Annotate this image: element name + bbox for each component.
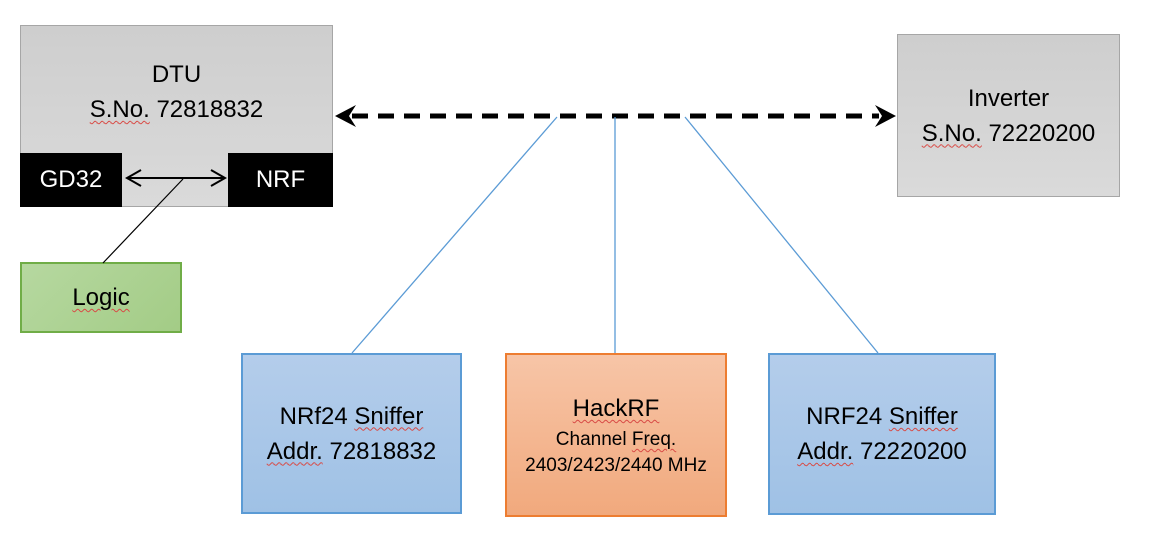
gd32-chip-label: GD32 [39,166,103,193]
inverter-serial: S.No. 72220200 [922,116,1095,151]
dashed-arrowhead-left-icon [335,105,356,127]
sniffer-left-box: NRf24 Sniffer Addr. 72818832 [241,353,462,514]
sniffer-left-address-number: 72818832 [329,437,437,465]
sniffer-right-address: Addr. 72220200 [797,434,967,469]
sniffer-right-title-model: NRF24 [806,403,883,430]
nrf-chip-label: NRF [255,166,306,193]
logic-label: Logic [72,280,129,315]
dashed-arrowhead-right-icon [875,105,896,127]
gd32-chip: GD32 [20,153,122,207]
sniffer-right-title-word: Sniffer [888,403,958,430]
sniffer-left-title-word: Sniffer [354,402,424,430]
dtu-title: DTU [151,61,202,88]
dtu-serial-label: S.No. [89,96,150,123]
logic-box: Logic [20,262,182,333]
sniffer-left-title: NRf24 Sniffer [280,399,424,434]
logic-label-text: Logic [72,284,130,311]
hackrf-frequencies: 2403/2423/2440 MHz [525,455,707,476]
inverter-serial-number: 72220200 [988,119,1096,147]
sniffer-left-address: Addr. 72818832 [267,434,437,469]
hackrf-box: HackRF Channel Freq. 2403/2423/2440 MHz [505,353,727,517]
inverter-title: Inverter [967,84,1050,112]
nrf-chip: NRF [228,153,333,207]
hackrf-title: HackRF [573,391,660,427]
sniffer-right-address-number: 72220200 [859,438,967,465]
sniffer-left-address-label: Addr. [266,437,323,465]
inverter-serial-label: S.No. [921,119,982,147]
connector-line-sniffer-right [684,116,879,354]
hackrf-channel-line: Channel Freq. [556,427,676,453]
connector-line-sniffer-left [351,116,558,354]
sniffer-right-title: NRF24 Sniffer [806,399,958,434]
inverter-box: Inverter S.No. 72220200 [897,34,1120,197]
hackrf-channel-word: Channel [555,429,627,450]
sniffer-right-box: NRF24 Sniffer Addr. 72220200 [768,353,996,515]
sniffer-right-address-label: Addr. [797,438,854,465]
hackrf-title-text: HackRF [572,395,660,422]
hackrf-freq-word: Freq. [631,429,677,450]
dtu-serial-number: 72818832 [156,96,264,123]
dtu-serial: S.No. 72818832 [90,92,263,127]
sniffer-left-title-model: NRf24 [279,402,348,430]
